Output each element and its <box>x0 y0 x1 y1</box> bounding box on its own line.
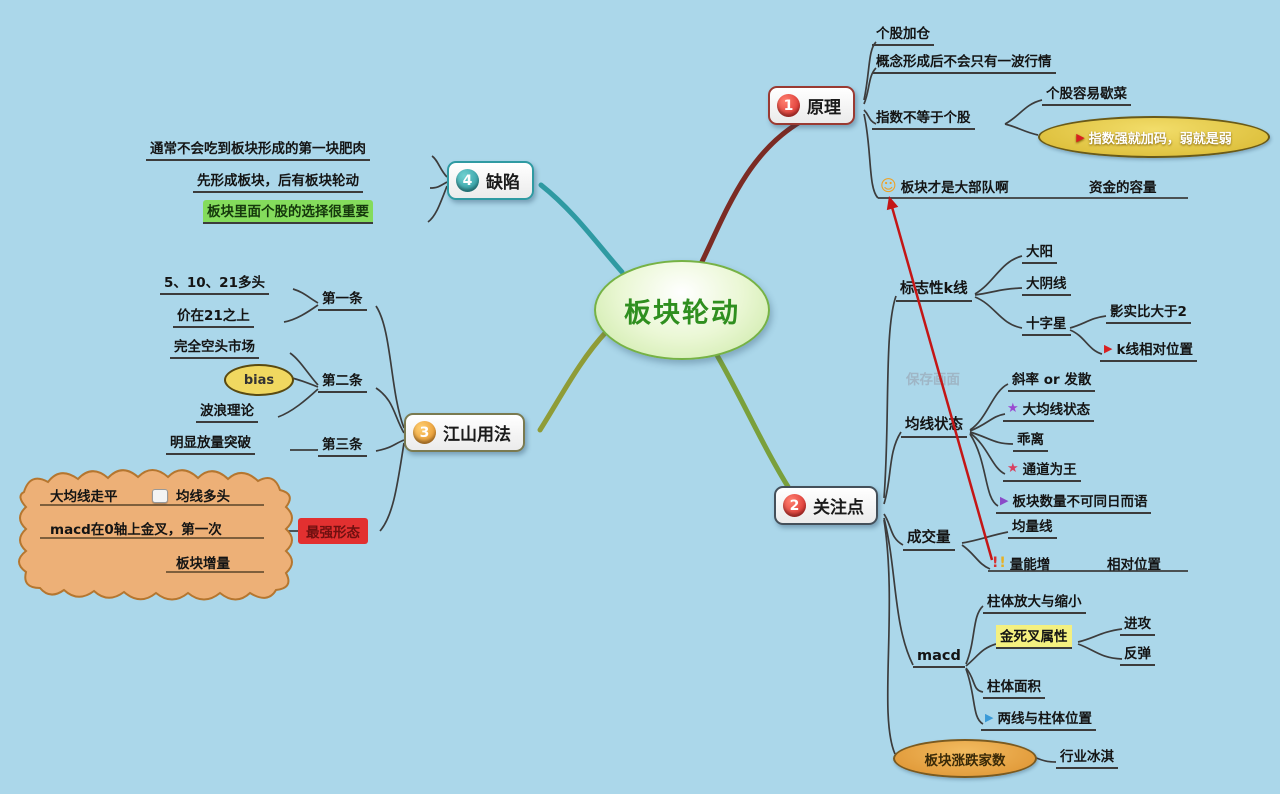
node-index-not-stock[interactable]: 指数不等于个股 <box>872 106 975 130</box>
node-macd-group[interactable]: macd <box>913 648 965 668</box>
node-relative-position[interactable]: 相对位置 <box>1107 557 1161 573</box>
badge-4: 4 <box>456 169 479 192</box>
node-wave-theory[interactable]: 波浪理论 <box>196 399 258 423</box>
node-stock-add[interactable]: 个股加仓 <box>872 22 934 46</box>
node-doji[interactable]: 十字星 <box>1022 312 1071 336</box>
node-ma-group[interactable]: 均线状态 <box>901 413 967 438</box>
branch-defect[interactable]: 4 缺陷 <box>447 161 534 200</box>
smiley-icon: ☺ <box>880 176 897 195</box>
node-channel-king[interactable]: ★ 通道为王 <box>1003 458 1081 482</box>
node-lines-bar-position[interactable]: ▶ 两线与柱体位置 <box>981 707 1096 731</box>
node-slope-diverge[interactable]: 斜率 or 发散 <box>1008 368 1096 392</box>
badge-3: 3 <box>413 421 436 444</box>
branch-focus-label: 关注点 <box>813 498 864 518</box>
node-stock-selection-important[interactable]: 板块里面个股的选择很重要 <box>203 200 373 224</box>
node-bar-grow-shrink[interactable]: 柱体放大与缩小 <box>983 590 1086 614</box>
node-rule-1[interactable]: 第一条 <box>318 287 367 311</box>
node-bias-deviation[interactable]: 乖离 <box>1013 428 1048 452</box>
node-sector-count-diff[interactable]: ▶ 板块数量不可同日而语 <box>996 490 1152 514</box>
badge-2: 2 <box>783 494 806 517</box>
exclamation-icon: ! <box>999 555 1006 571</box>
central-topic[interactable]: 板块轮动 <box>594 260 770 360</box>
node-volume-ma[interactable]: 均量线 <box>1008 515 1057 539</box>
node-bar-area[interactable]: 柱体面积 <box>983 675 1045 699</box>
triangle-icon: ▶ <box>1000 493 1009 507</box>
node-volume-group[interactable]: 成交量 <box>903 526 955 551</box>
star-icon: ★ <box>1007 460 1019 476</box>
node-stock-fails[interactable]: 个股容易歇菜 <box>1042 82 1131 106</box>
node-label: 大均线状态 <box>1022 402 1091 418</box>
node-cloud-ma-flat[interactable]: 大均线走平 <box>50 489 118 505</box>
node-shadow-ratio[interactable]: 影实比大于2 <box>1106 300 1191 324</box>
node-miss-first-meat[interactable]: 通常不会吃到板块形成的第一块肥肉 <box>146 137 370 161</box>
triangle-icon: ▶ <box>1104 341 1113 355</box>
node-label: 板块才是大部队啊 <box>900 180 1009 196</box>
node-bias[interactable]: bias <box>224 364 294 396</box>
node-big-ma-state[interactable]: ★ 大均线状态 <box>1003 398 1095 422</box>
callout-label: 指数强就加码，弱就是弱 <box>1088 131 1232 147</box>
branch-method-label: 江山用法 <box>443 425 511 445</box>
node-industry-ice[interactable]: 行业冰淇 <box>1056 745 1118 769</box>
node-rule-3[interactable]: 第三条 <box>318 433 367 457</box>
branch-defect-label: 缺陷 <box>486 173 520 193</box>
node-advancers-decliners[interactable]: 板块涨跌家数 <box>893 739 1037 778</box>
branch-principle[interactable]: 1 原理 <box>768 86 855 125</box>
node-sector-then-rotation[interactable]: 先形成板块，后有板块轮动 <box>193 169 363 193</box>
branch-focus[interactable]: 2 关注点 <box>774 486 878 525</box>
node-label: 通道为王 <box>1022 462 1077 478</box>
node-cloud-sector-volume[interactable]: 板块增量 <box>176 556 230 572</box>
branch-principle-label: 原理 <box>807 98 841 118</box>
branch-method[interactable]: 3 江山用法 <box>404 413 525 452</box>
triangle-icon: ▶ <box>1076 130 1085 144</box>
node-volume-increase[interactable]: ! ! 量能增 <box>988 553 1054 573</box>
tag-icon <box>152 489 168 503</box>
central-topic-label: 板块轮动 <box>624 297 740 329</box>
node-kline-group[interactable]: 标志性k线 <box>896 277 972 302</box>
node-label: 板块数量不可同日而语 <box>1012 494 1148 510</box>
node-label: bias <box>243 372 275 388</box>
node-ghost-text: 保存画面 <box>906 372 960 388</box>
node-kline-position[interactable]: ▶ k线相对位置 <box>1100 338 1197 362</box>
star-icon: ★ <box>1007 400 1019 416</box>
node-big-yin[interactable]: 大阴线 <box>1022 272 1071 296</box>
node-strongest-pattern[interactable]: 最强形态 <box>298 518 368 544</box>
node-label: 两线与柱体位置 <box>997 711 1092 727</box>
node-capital-capacity[interactable]: 资金的容量 <box>1089 180 1157 196</box>
node-label: 板块涨跌家数 <box>924 752 1006 769</box>
node-concept-waves[interactable]: 概念形成后不会只有一波行情 <box>872 50 1056 74</box>
node-cloud-macd-golden-cross[interactable]: macd在0轴上金叉，第一次 <box>50 522 222 538</box>
node-volume-breakout[interactable]: 明显放量突破 <box>166 431 255 455</box>
node-rule-2[interactable]: 第二条 <box>318 369 367 393</box>
node-cloud-ma-bullish[interactable]: 均线多头 <box>176 489 230 505</box>
node-full-bear-market[interactable]: 完全空头市场 <box>170 335 259 359</box>
node-label: k线相对位置 <box>1116 342 1193 358</box>
node-attack[interactable]: 进攻 <box>1120 612 1155 636</box>
node-price-above-21[interactable]: 价在21之上 <box>173 304 254 328</box>
node-sector-is-army[interactable]: ☺ 板块才是大部队啊 <box>876 176 1013 197</box>
triangle-icon: ▶ <box>985 710 994 724</box>
node-rebound[interactable]: 反弹 <box>1120 642 1155 666</box>
node-label: 量能增 <box>1009 557 1051 573</box>
node-big-yang[interactable]: 大阳 <box>1022 240 1057 264</box>
badge-1: 1 <box>777 94 800 117</box>
node-index-strong-callout[interactable]: ▶ 指数强就加码，弱就是弱 <box>1038 116 1270 158</box>
node-ma-bullish-51021[interactable]: 5、10、21多头 <box>160 271 269 295</box>
node-cross-property[interactable]: 金死叉属性 <box>996 625 1072 649</box>
exclamation-icon: ! <box>992 555 999 571</box>
cloud-shape <box>18 469 293 601</box>
